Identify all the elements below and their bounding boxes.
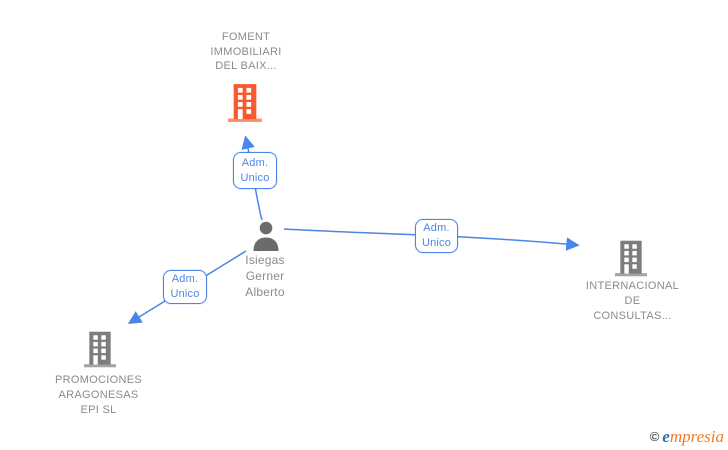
edge-label-adm-unico-left[interactable]: Adm. Unico: [163, 270, 207, 304]
company-name-line: ARAGONESAS: [58, 389, 139, 401]
company-name-line: IMMOBILIARI: [210, 45, 282, 58]
building-icon: [228, 84, 262, 122]
person-name-line: Gerner: [245, 269, 285, 283]
person-name-line: Isiegas: [245, 253, 285, 267]
node-person-label[interactable]: Isiegas Gerner Alberto: [213, 252, 317, 300]
person-name-line: Alberto: [245, 285, 285, 299]
company-name-line: EPI SL: [80, 404, 117, 416]
node-company-promociones-label[interactable]: PROMOCIONES ARAGONESAS EPI SL: [26, 373, 171, 418]
edge-label-adm-unico-top[interactable]: Adm. Unico: [233, 152, 277, 189]
node-person-icon[interactable]: [251, 221, 281, 251]
node-company-internacional-icon[interactable]: [615, 240, 647, 277]
empresia-logo[interactable]: ©empresia: [650, 427, 724, 447]
copyright-icon: ©: [649, 429, 660, 444]
node-company-foment-label[interactable]: FOMENT IMMOBILIARI DEL BAIX...: [176, 30, 316, 74]
node-company-promociones-icon[interactable]: [84, 331, 116, 368]
node-company-foment-icon[interactable]: [228, 84, 262, 122]
building-icon: [84, 331, 116, 368]
company-name-line: DE: [624, 295, 641, 307]
company-name-line: FOMENT: [221, 31, 271, 43]
node-company-internacional-label[interactable]: INTERNACIONAL DE CONSULTAS...: [555, 279, 710, 324]
logo-letter-e: e: [662, 427, 670, 446]
edge-label-adm-unico-right[interactable]: Adm. Unico: [415, 219, 458, 253]
building-icon: [615, 240, 647, 277]
company-name-line: DEL BAIX...: [215, 60, 277, 72]
company-name-line: PROMOCIONES: [54, 374, 143, 386]
person-icon: [253, 221, 279, 251]
logo-wordmark: mpresia: [669, 427, 724, 446]
company-name-line: CONSULTAS...: [593, 310, 672, 322]
company-name-line: INTERNACIONAL: [585, 280, 680, 292]
